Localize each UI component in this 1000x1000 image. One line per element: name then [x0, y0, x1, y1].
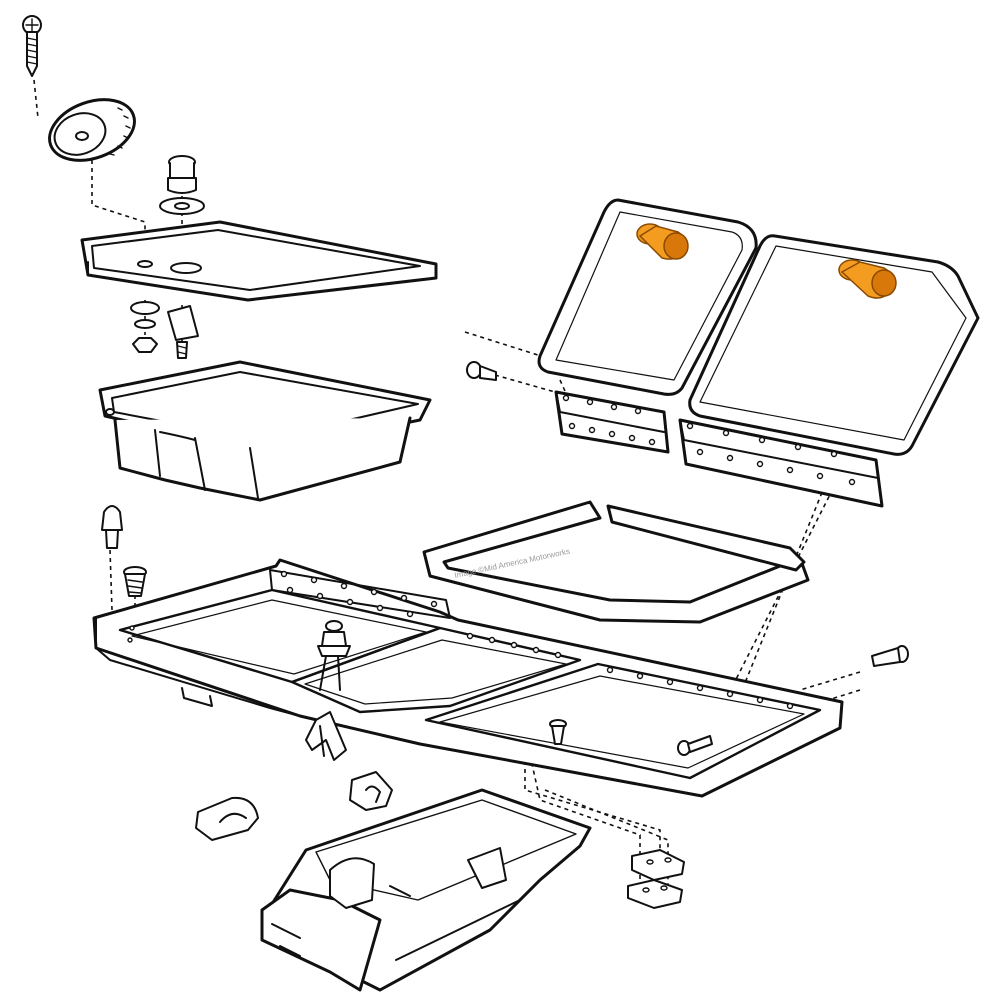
- lid-hardware: [130, 301, 199, 359]
- bracket-lower: [627, 879, 683, 909]
- door-screw: [466, 361, 497, 381]
- phillips-screw-top: [22, 15, 42, 77]
- cable-clamp: [195, 796, 259, 841]
- lower-tray: [260, 788, 592, 992]
- upper-lid-panel: [80, 220, 438, 302]
- hinge-left: [554, 390, 670, 454]
- small-screw-left: [123, 566, 147, 597]
- latch-post: [305, 620, 351, 761]
- door-seal-gasket: Image ©Mid America Motorworks: [422, 500, 810, 624]
- hinge-right: [678, 418, 884, 508]
- lid-knob: [159, 155, 205, 215]
- orange-knob-left: [636, 223, 689, 260]
- upper-storage-bin: [98, 360, 432, 502]
- door-panel-right: [688, 234, 980, 456]
- orange-knob-right: [838, 259, 897, 299]
- push-pin: [101, 505, 123, 549]
- door-panel-left: [537, 198, 758, 396]
- bezel-ring: [48, 98, 136, 162]
- bracket-upper: [631, 849, 685, 881]
- frame-screw-right: [677, 735, 713, 756]
- console-frame: [92, 558, 844, 798]
- frame-screw-center: [549, 719, 567, 745]
- bolt-right: [871, 645, 909, 667]
- clip-bracket: [349, 771, 393, 811]
